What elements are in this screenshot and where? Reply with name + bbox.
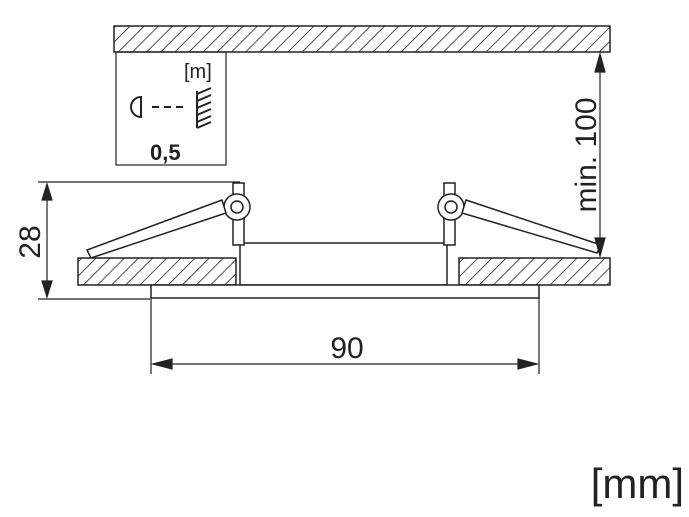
width-value: 90: [330, 332, 363, 365]
ceiling-slab: [113, 25, 611, 53]
height-value: 28: [14, 225, 47, 258]
left-spring-clip: [85, 193, 251, 259]
distance-value: 0,5: [150, 140, 181, 165]
fixture-body: [239, 242, 448, 286]
mounting-panel: [77, 257, 611, 286]
downlight-fixture: [85, 182, 603, 299]
fixture-flange: [150, 284, 540, 299]
width-dimension: 90: [150, 298, 540, 374]
height-dimension: 28: [14, 181, 240, 300]
units-label: [mm]: [591, 460, 684, 507]
right-spring-clip: [437, 193, 603, 254]
clearance-value: min. 100: [570, 97, 603, 212]
light-distance-box: [m] 0,5: [115, 51, 227, 166]
clearance-dimension: min. 100: [570, 51, 606, 259]
distance-unit-label: [m]: [184, 61, 212, 83]
lamp-light-distance-icon: [130, 87, 212, 129]
